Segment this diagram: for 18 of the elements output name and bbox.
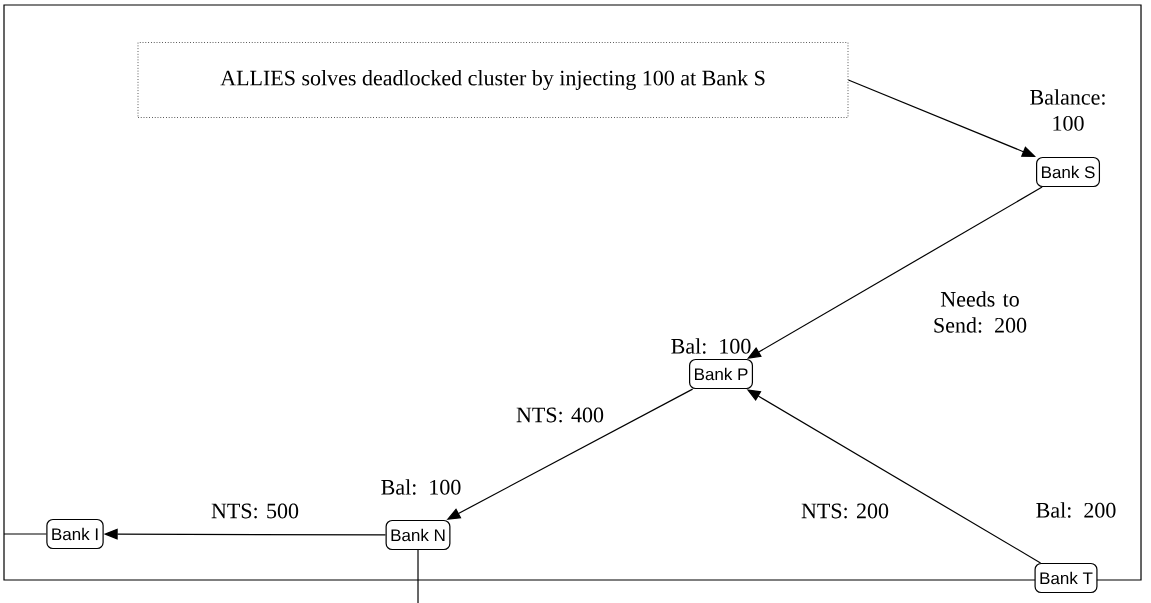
arrow xyxy=(847,79,1036,157)
balance-label: Bal: 100 xyxy=(381,479,461,495)
node-label: Bank T xyxy=(1040,571,1093,585)
edge-label: NTS: 200 xyxy=(801,503,889,519)
balance-label: Balance: 100 xyxy=(1030,89,1105,131)
edge-label: NTS: 500 xyxy=(211,503,299,519)
bank-box: Bank T xyxy=(1034,562,1098,594)
line xyxy=(417,549,419,603)
balance-label: Bal: 100 xyxy=(671,338,751,354)
bank-box: Bank P xyxy=(689,358,753,390)
bank-box: Bank N xyxy=(385,519,451,551)
line xyxy=(3,533,47,535)
edge-label: Needs to Send: 200 xyxy=(934,291,1027,333)
bank-box: Bank S xyxy=(1036,156,1100,188)
edge-label: NTS: 400 xyxy=(516,407,604,423)
note-box: ALLIES solves deadlocked cluster by injecting 100 at Bank S xyxy=(137,42,849,118)
bank-box: Bank I xyxy=(46,518,104,550)
balance-label: Bal: 200 xyxy=(1036,502,1116,518)
